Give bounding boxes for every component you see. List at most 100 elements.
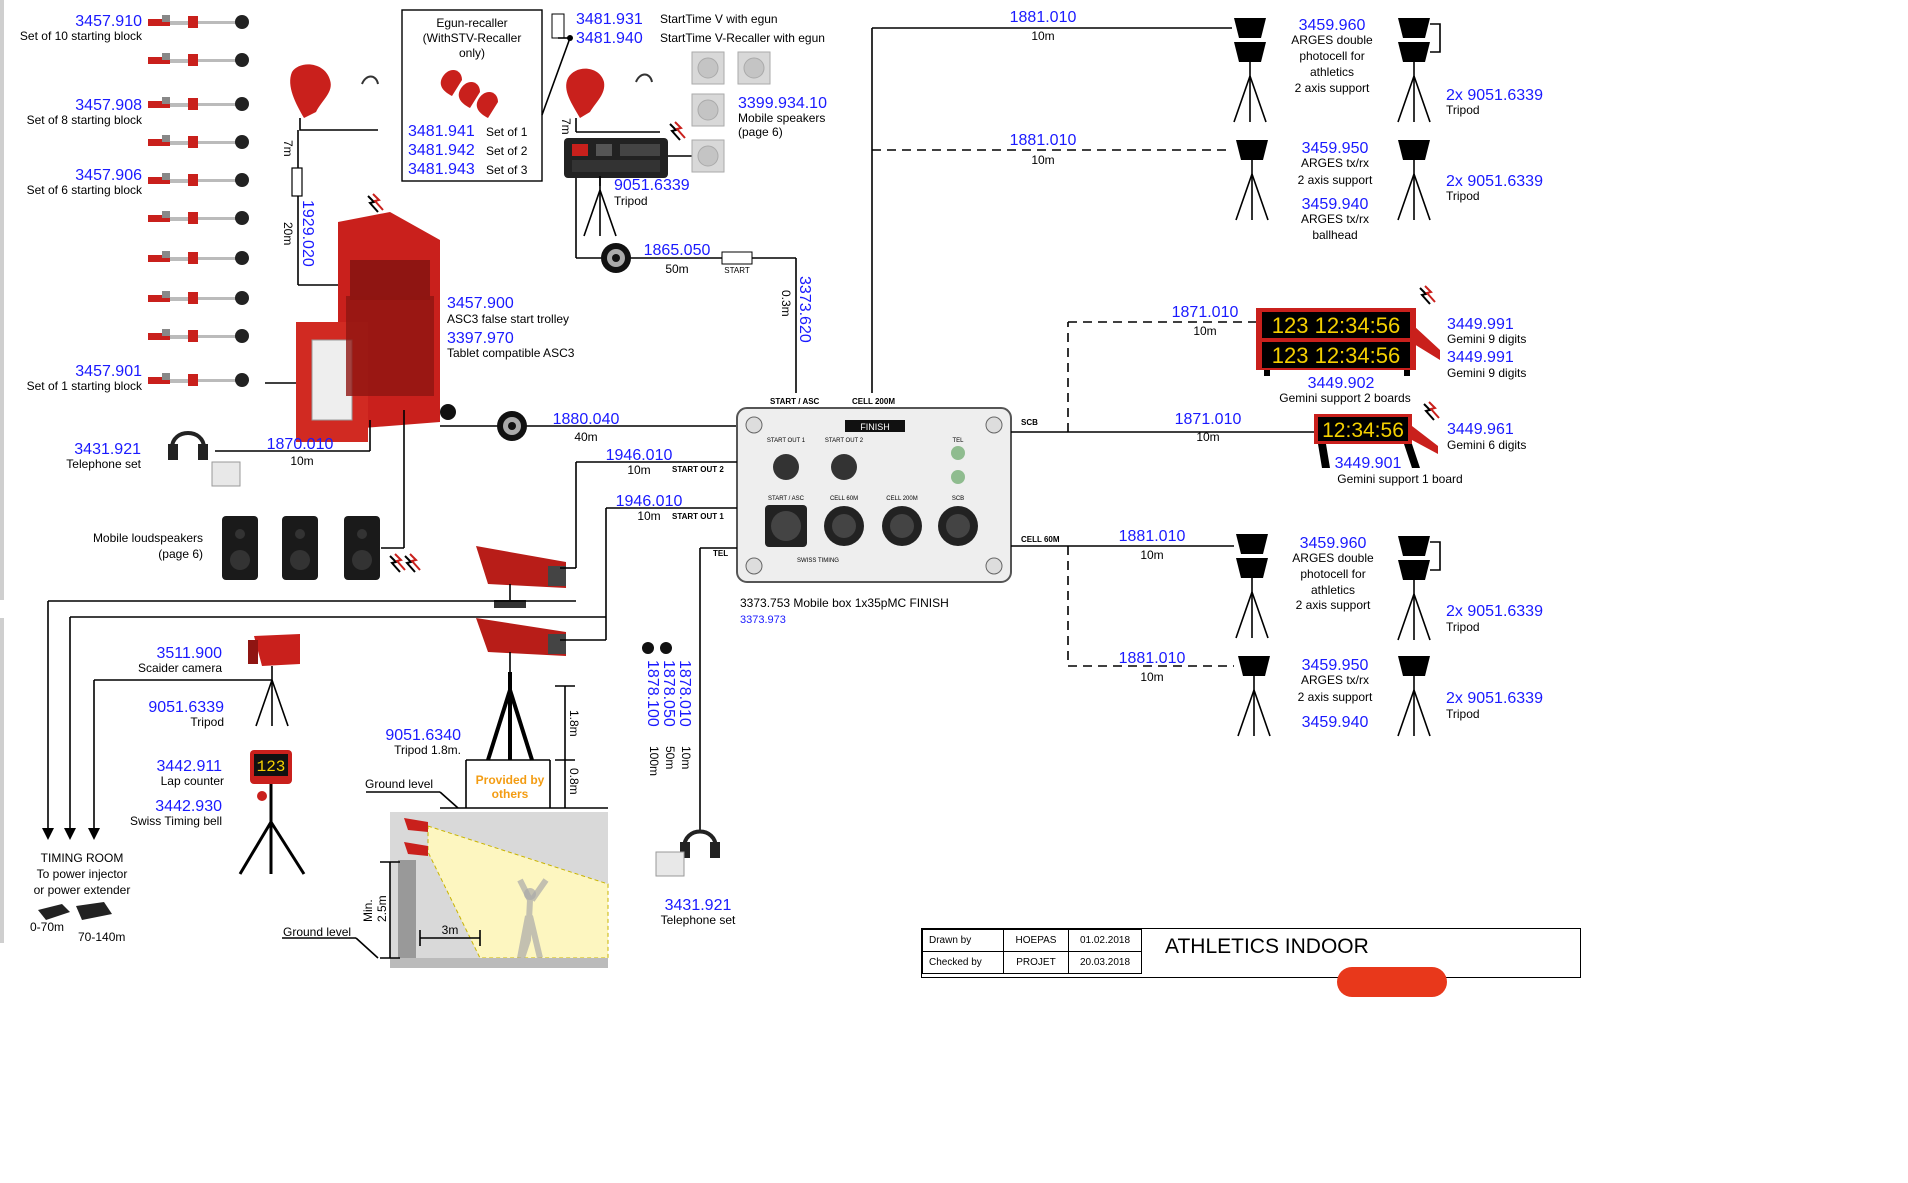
- start-camera-lower-icon: [476, 618, 566, 672]
- rb-cable-a-length: 10m: [1140, 548, 1163, 562]
- trolley-desc: ASC3 false start trolley: [447, 312, 569, 326]
- checked-by-value: PROJET: [1003, 951, 1069, 974]
- recaller-set1-code: 3481.941: [408, 123, 475, 140]
- box-header: FINISH: [860, 422, 890, 432]
- drawing-title: ATHLETICS INDOOR: [1165, 935, 1369, 958]
- rt-tripod-a-desc: Tripod: [1446, 103, 1480, 117]
- rt-tripod-a-code: 2x 9051.6339: [1446, 87, 1543, 104]
- cable-1865-code: 1865.050: [644, 242, 711, 259]
- photocell-icon: [1398, 42, 1430, 62]
- gemini-9-code-1: 3449.991: [1447, 316, 1514, 333]
- box-side-start-out-1: START OUT 1: [672, 512, 724, 521]
- rb-cell-double-l3: athletics: [1311, 583, 1355, 597]
- cable-drum-icon: [497, 411, 527, 441]
- tripod-top-code: 9051.6339: [614, 177, 690, 194]
- block-desc-1: Set of 1 starting block: [27, 379, 143, 393]
- speakers-code: 3399.934.10: [738, 95, 827, 112]
- tripod-icon: [1235, 159, 1269, 221]
- photocell-icon: [1398, 536, 1430, 556]
- rt-cable-a-code: 1881.010: [1010, 9, 1077, 26]
- cable-1929-len-7m: 7m: [281, 140, 295, 157]
- cable-1929-code: 1929.020: [299, 200, 316, 267]
- photocell-icon: [1236, 534, 1268, 554]
- telephone-bottom-desc: Telephone set: [661, 913, 736, 927]
- power-injector-icon: [38, 902, 112, 920]
- rb-cell-txrx-l1: ARGES tx/rx: [1301, 673, 1369, 687]
- support1-code: 3449.901: [1335, 455, 1402, 472]
- tripod-top-desc: Tripod: [614, 194, 648, 208]
- gemini-6-desc: Gemini 6 digits: [1447, 438, 1526, 452]
- lap-counter-digits: 123: [257, 758, 286, 776]
- rb-cell-double-l4: 2 axis support: [1296, 598, 1371, 612]
- connector-start-out-2: [831, 454, 857, 480]
- tablet-code: 3397.970: [447, 330, 514, 347]
- rt-cell-txrx-code: 3459.950: [1302, 140, 1369, 157]
- rb-cell-txrx-l2: 2 axis support: [1298, 690, 1373, 704]
- cable-1878-len-3: 100m: [647, 746, 661, 776]
- rt-cell-double-l3: athletics: [1310, 65, 1354, 79]
- ground-level-label-2: Ground level: [283, 925, 351, 939]
- starttime-code-2: 3481.940: [576, 30, 643, 47]
- starting-block-column: [148, 15, 249, 387]
- scaider-desc: Scaider camera: [138, 661, 222, 675]
- tripod-18-code: 9051.6340: [385, 727, 461, 744]
- port-start-out-2: START OUT 2: [825, 438, 864, 444]
- port-start-out-1: START OUT 1: [767, 438, 806, 444]
- timing-room-len-a: 0-70m: [30, 920, 64, 934]
- rb-cell-ball-code: 3459.940: [1302, 714, 1369, 731]
- gemini-9-text-upper: 123 12:34:56: [1272, 313, 1400, 338]
- rb-cell-double-code: 3459.960: [1300, 535, 1367, 552]
- wireless-icon: [404, 553, 421, 573]
- rt-cell-double-code: 3459.960: [1299, 17, 1366, 34]
- bell-code: 3442.930: [155, 798, 222, 815]
- scaider-tripod-desc: Tripod: [190, 715, 224, 729]
- rt-cell-ball-l1: ARGES tx/rx: [1301, 212, 1369, 226]
- support1-desc: Gemini support 1 board: [1337, 472, 1462, 486]
- gemini-6-board: 12:34:56: [1314, 414, 1438, 468]
- cable-startout2-code: 1946.010: [606, 447, 673, 464]
- loudspeakers-left-icon: [222, 516, 380, 580]
- port-scb: SCB: [952, 496, 964, 502]
- rt-cable-b-length: 10m: [1031, 153, 1054, 167]
- gemini-9-board-lower: 123 12:34:56: [1256, 338, 1416, 370]
- cable-1865-length: 50m: [665, 262, 688, 276]
- cable-1878-len-1: 10m: [679, 746, 693, 769]
- support2-code: 3449.902: [1308, 375, 1375, 392]
- provided-by-line1: Provided by: [476, 773, 545, 787]
- cable-1880-length: 40m: [574, 430, 597, 444]
- telephone-left-code: 3431.921: [74, 441, 141, 458]
- starttime-desc-2: StartTime V-Recaller with egun: [660, 31, 825, 45]
- photocell-icon: [1398, 560, 1430, 580]
- rt-cable-a-length: 10m: [1031, 29, 1054, 43]
- system-diagram: 3457.910 Set of 10 starting block 3457.9…: [0, 0, 1543, 968]
- port-tel: TEL: [952, 438, 964, 444]
- rt-cell-double-l2: photocell for: [1299, 49, 1364, 63]
- photocell-icon: [1398, 656, 1430, 676]
- rb-tripod-a-code: 2x 9051.6339: [1446, 603, 1543, 620]
- install-dist: 3m: [442, 923, 459, 937]
- gemini-9-desc-2: Gemini 9 digits: [1447, 366, 1526, 380]
- rb-cell-txrx-code: 3459.950: [1302, 657, 1369, 674]
- photocell-icon: [1238, 656, 1270, 676]
- brand-badge: [1337, 967, 1447, 997]
- cable-1878-code-3: 1878.100: [644, 660, 661, 727]
- scb-cable-b-length: 10m: [1196, 430, 1219, 444]
- tripod-18-desc: Tripod 1.8m.: [394, 743, 461, 757]
- photocell-icon: [1234, 18, 1266, 38]
- height-08-label: 0.8m: [567, 768, 581, 795]
- rt-cable-b-code: 1881.010: [1010, 132, 1077, 149]
- gemini-9-code-2: 3449.991: [1447, 349, 1514, 366]
- loudspeakers-left-line2: (page 6): [158, 547, 203, 561]
- block-desc-6: Set of 6 starting block: [27, 183, 143, 197]
- wireless-icon: [389, 553, 406, 573]
- scaider-camera-icon: [248, 634, 300, 666]
- cable-1880-code: 1880.040: [553, 411, 620, 428]
- recaller-set2-code: 3481.942: [408, 142, 475, 159]
- rb-tripod-a-desc: Tripod: [1446, 620, 1480, 634]
- gemini-6-code: 3449.961: [1447, 421, 1514, 438]
- connector-start-out-1: [773, 454, 799, 480]
- telephone-bottom-icon: [655, 829, 720, 877]
- tripod-icon: [1397, 159, 1431, 221]
- tripod-icon: [1397, 61, 1431, 123]
- cable-1878-code-2: 1878.050: [660, 660, 677, 727]
